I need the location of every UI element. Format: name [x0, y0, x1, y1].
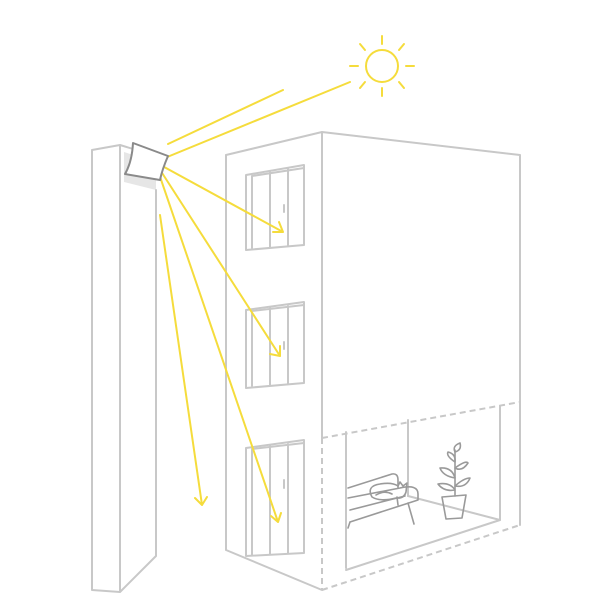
sunlight-rays — [154, 81, 351, 523]
mirror-icon — [124, 142, 169, 181]
incoming-ray — [154, 81, 351, 163]
reflected-ray-middle-window — [154, 161, 281, 357]
cat-icon — [369, 481, 408, 506]
window-bottom — [245, 439, 305, 557]
window-middle — [245, 301, 305, 389]
reflected-ray-bottom-window — [154, 161, 282, 523]
reflected-ray-top-window — [154, 161, 284, 233]
reflected-ray-ground — [159, 214, 208, 506]
potted-plant-icon — [437, 442, 471, 520]
window-top — [245, 164, 305, 251]
pillar — [91, 144, 157, 593]
building — [225, 131, 521, 591]
sun-icon — [349, 35, 415, 97]
incoming-ray — [167, 89, 284, 145]
sofa-icon — [347, 473, 419, 529]
